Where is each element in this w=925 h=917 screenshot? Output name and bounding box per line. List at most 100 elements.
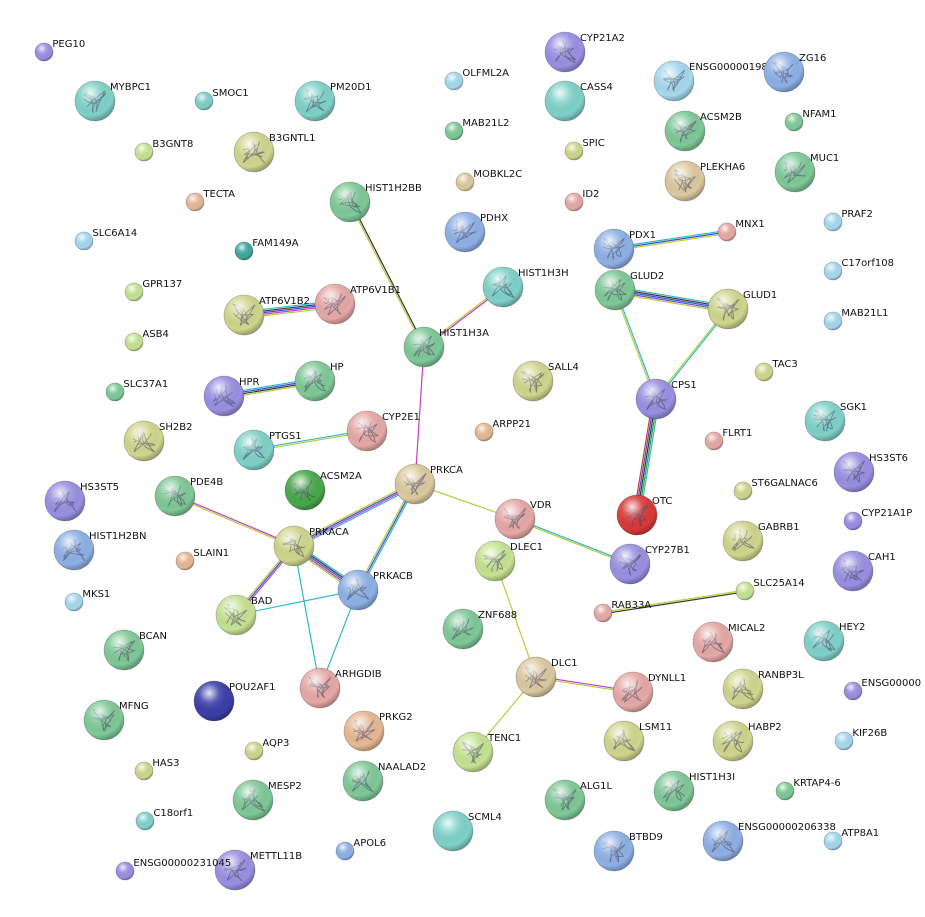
node-PRKACA[interactable]: PRKACA	[273, 525, 349, 567]
node-KRTAP4-6[interactable]: KRTAP4-6	[775, 778, 841, 801]
node-BCAN[interactable]: BCAN	[103, 629, 167, 671]
node-ENSG00000231045[interactable]: ENSG00000231045	[115, 858, 231, 881]
node-ASB4[interactable]: ASB4	[124, 329, 169, 352]
node-NAALAD2[interactable]: NAALAD2	[342, 760, 426, 802]
node-PM20D1[interactable]: PM20D1	[294, 80, 371, 122]
node-ENSG00000198457[interactable]: ENSG00000198457	[653, 60, 787, 102]
edge-HIST1H3A-PRKCA[interactable]	[414, 346, 425, 485]
node-GABRB1[interactable]: GABRB1	[722, 520, 800, 562]
node-BTBD9[interactable]: BTBD9	[593, 830, 663, 872]
edge-PRKACA-ARHGDIB[interactable]	[293, 545, 321, 689]
node-CYP2E1[interactable]: CYP2E1	[346, 410, 420, 452]
node-MYBPC1[interactable]: MYBPC1	[74, 80, 151, 122]
node-HEY2[interactable]: HEY2	[803, 620, 865, 662]
node-PRKACB[interactable]: PRKACB	[337, 569, 413, 611]
node-VDR[interactable]: VDR	[494, 498, 552, 540]
node-ENSG00000206338[interactable]: ENSG00000206338	[702, 820, 836, 862]
node-HIST1H3I[interactable]: HIST1H3I	[653, 770, 735, 812]
node-TAC3[interactable]: TAC3	[754, 359, 798, 382]
node-RAB33A[interactable]: RAB33A	[593, 600, 651, 623]
node-PLEKHA6[interactable]: PLEKHA6	[664, 160, 745, 202]
node-FLRT1[interactable]: FLRT1	[704, 428, 752, 451]
node-PDHX[interactable]: PDHX	[444, 211, 508, 253]
node-MAB21L2[interactable]: MAB21L2	[444, 118, 509, 141]
node-PRAF2[interactable]: PRAF2	[823, 209, 873, 232]
node-TENC1[interactable]: TENC1	[452, 731, 521, 773]
node-PRKCA[interactable]: PRKCA	[394, 463, 463, 505]
node-RANBP3L[interactable]: RANBP3L	[722, 668, 804, 710]
node-DLC1[interactable]: DLC1	[515, 656, 578, 698]
node-PEG10[interactable]: PEG10	[34, 39, 85, 62]
node-ZG16[interactable]: ZG16	[763, 51, 826, 93]
node-ENSG00000[interactable]: ENSG00000	[843, 678, 921, 701]
node-CYP21A1P[interactable]: CYP21A1P	[843, 508, 912, 531]
node-SLC37A1[interactable]: SLC37A1	[105, 379, 168, 402]
node-MOBKL2C[interactable]: MOBKL2C	[455, 169, 522, 192]
node-MKS1[interactable]: MKS1	[64, 589, 110, 612]
node-AQP3[interactable]: AQP3	[244, 738, 289, 761]
node-HIST1H2BN[interactable]: HIST1H2BN	[53, 529, 147, 571]
edge-PRKCA-PRKACA[interactable]	[292, 481, 417, 549]
node-LSM11[interactable]: LSM11	[603, 720, 672, 762]
node-B3GNT8[interactable]: B3GNT8	[134, 139, 193, 162]
node-C17orf108[interactable]: C17orf108	[823, 258, 894, 281]
node-SH2B2[interactable]: SH2B2	[123, 420, 192, 462]
node-TECTA[interactable]: TECTA	[185, 189, 235, 212]
node-CASS4[interactable]: CASS4	[544, 80, 613, 122]
edge-PRKACB-BAD[interactable]	[235, 589, 359, 616]
node-ARHGDIB[interactable]: ARHGDIB	[299, 667, 382, 709]
node-PTGS1[interactable]: PTGS1	[233, 429, 302, 471]
node-HP[interactable]: HP	[294, 360, 344, 402]
node-POU2AF1[interactable]: POU2AF1	[193, 680, 276, 722]
node-HS3ST5[interactable]: HS3ST5	[44, 480, 119, 522]
node-CAH1[interactable]: CAH1	[832, 550, 896, 592]
node-SALL4[interactable]: SALL4	[512, 360, 579, 402]
node-SLC6A14[interactable]: SLC6A14	[74, 228, 137, 251]
node-METTL11B[interactable]: METTL11B	[214, 849, 302, 891]
node-HIST1H2BB[interactable]: HIST1H2BB	[329, 181, 422, 223]
node-APOL6[interactable]: APOL6	[335, 838, 386, 861]
node-MAB21L1[interactable]: MAB21L1	[823, 308, 888, 331]
node-ST6GALNAC6[interactable]: ST6GALNAC6	[733, 478, 818, 501]
edge-HIST1H2BB-HIST1H3A[interactable]	[348, 201, 426, 348]
node-SLAIN1[interactable]: SLAIN1	[175, 548, 229, 571]
node-HIST1H3H[interactable]: HIST1H3H	[482, 266, 569, 308]
node-ATP6V1B1[interactable]: ATP6V1B1	[314, 283, 401, 325]
node-MESP2[interactable]: MESP2	[232, 779, 302, 821]
node-DLEC1[interactable]: DLEC1	[474, 540, 543, 582]
node-ALG1L[interactable]: ALG1L	[544, 779, 613, 821]
node-MICAL2[interactable]: MICAL2	[692, 621, 765, 663]
node-HPR[interactable]: HPR	[203, 375, 260, 417]
node-DYNLL1[interactable]: DYNLL1	[612, 671, 686, 713]
node-HAS3[interactable]: HAS3	[134, 758, 179, 781]
node-SMOC1[interactable]: SMOC1	[194, 88, 249, 111]
node-CPS1[interactable]: CPS1	[635, 378, 697, 420]
node-SCML4[interactable]: SCML4	[432, 810, 502, 852]
node-OTC[interactable]: OTC	[616, 494, 672, 536]
node-FAM149A[interactable]: FAM149A	[234, 238, 299, 261]
node-MUC1[interactable]: MUC1	[774, 151, 839, 193]
node-MFNG[interactable]: MFNG	[83, 699, 149, 741]
node-KIF26B[interactable]: KIF26B	[834, 728, 887, 751]
node-HIST1H3A[interactable]: HIST1H3A	[403, 326, 489, 368]
node-NFAM1[interactable]: NFAM1	[784, 109, 837, 132]
node-SLC25A14[interactable]: SLC25A14	[735, 578, 805, 601]
node-HS3ST6[interactable]: HS3ST6	[833, 451, 908, 493]
node-HABP2[interactable]: HABP2	[712, 720, 782, 762]
node-GPR137[interactable]: GPR137	[124, 279, 182, 302]
node-ID2[interactable]: ID2	[564, 189, 599, 212]
node-GLUD2[interactable]: GLUD2	[594, 269, 664, 311]
node-CYP27B1[interactable]: CYP27B1	[609, 543, 690, 585]
node-MNX1[interactable]: MNX1	[717, 219, 765, 242]
edge-DLEC1-DLC1[interactable]	[494, 560, 537, 678]
node-ATP8A1[interactable]: ATP8A1	[823, 828, 879, 851]
node-ATP6V1B2[interactable]: ATP6V1B2	[223, 294, 310, 336]
node-ZNF688[interactable]: ZNF688	[442, 608, 517, 650]
node-B3GNTL1[interactable]: B3GNTL1	[233, 131, 316, 173]
node-PDX1[interactable]: PDX1	[593, 228, 656, 270]
node-PDE4B[interactable]: PDE4B	[154, 475, 223, 517]
edge-PRKCA-PRKACB[interactable]	[356, 482, 417, 592]
edge-VDR-CYP27B1[interactable]	[514, 517, 631, 566]
node-CYP21A2[interactable]: CYP21A2	[544, 31, 625, 73]
node-ARPP21[interactable]: ARPP21	[474, 419, 531, 442]
